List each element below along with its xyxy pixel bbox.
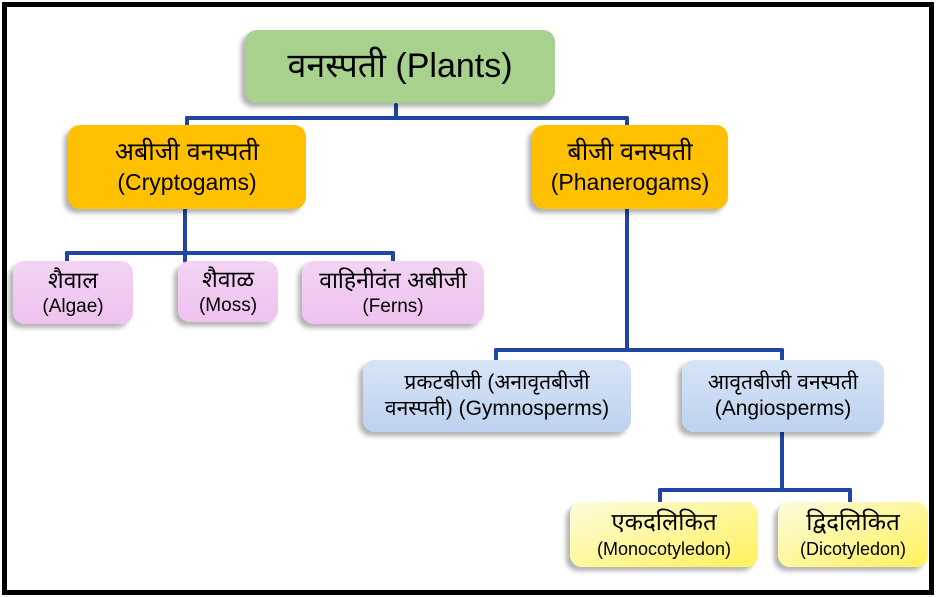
node-moss-label-english: (Moss) — [198, 295, 258, 316]
connector-cryptogams-stem — [183, 208, 187, 254]
connector-phanerogams-drop — [625, 116, 629, 128]
connector-cryptogams-drop — [185, 116, 189, 128]
node-angiosperms-label-english: (Angiosperms) — [714, 397, 852, 420]
connector-algae-drop — [65, 251, 69, 263]
node-cryptogams-label-english: (Cryptogams) — [117, 169, 257, 196]
node-cryptogams: अबीजी वनस्पती (Cryptogams) — [68, 125, 306, 209]
node-phanerogams: बीजी वनस्पती (Phanerogams) — [532, 125, 728, 209]
node-plants-label: वनस्पती (Plants) — [287, 47, 513, 86]
connector-monocotyledon-drop — [658, 488, 662, 503]
node-phanerogams-label-english: (Phanerogams) — [550, 169, 710, 196]
node-dicotyledon-label-english: (Dicotyledon) — [799, 539, 907, 560]
node-monocotyledon: एकदलिकित (Monocotyledon) — [570, 502, 758, 567]
connector-level2-right-horizontal — [494, 348, 784, 352]
node-moss-label-devanagari: शैवाळ — [202, 266, 254, 293]
node-algae: शैवाल (Algae) — [13, 261, 133, 324]
node-gymnosperms-label-line2: वनस्पती) (Gymnosperms) — [384, 397, 610, 420]
connector-plants-stem — [394, 103, 398, 119]
connector-level1-horizontal — [185, 116, 629, 120]
node-angiosperms: आवृतबीजी वनस्पती (Angiosperms) — [682, 360, 884, 432]
node-algae-label-devanagari: शैवाल — [48, 267, 98, 294]
node-algae-label-english: (Algae) — [42, 296, 104, 317]
node-ferns-label-devanagari: वाहिनीवंत अबीजी — [319, 267, 467, 294]
node-plants: वनस्पती (Plants) — [245, 30, 555, 103]
connector-moss-drop — [183, 251, 187, 263]
connector-gymnosperms-drop — [494, 348, 498, 361]
node-cryptogams-label-devanagari: अबीजी वनस्पती — [114, 138, 260, 166]
node-dicotyledon-label-devanagari: द्विदलिकित — [806, 509, 900, 537]
connector-ferns-drop — [391, 251, 395, 263]
node-monocotyledon-label-english: (Monocotyledon) — [596, 539, 732, 560]
node-gymnosperms-label-line1: प्रकटबीजी (अनावृतबीजी — [404, 370, 590, 394]
node-ferns-label-english: (Ferns) — [362, 296, 424, 317]
node-angiosperms-label-devanagari: आवृतबीजी वनस्पती — [707, 370, 859, 394]
connector-angiosperms-stem — [780, 431, 784, 491]
connector-dicotyledon-drop — [848, 488, 852, 503]
node-gymnosperms: प्रकटबीजी (अनावृतबीजी वनस्पती) (Gymnospe… — [363, 360, 631, 432]
connector-level2-left-horizontal — [65, 251, 395, 255]
node-monocotyledon-label-devanagari: एकदलिकित — [611, 509, 717, 537]
connector-angiosperms-drop — [780, 348, 784, 361]
node-ferns: वाहिनीवंत अबीजी (Ferns) — [302, 261, 484, 324]
node-dicotyledon: द्विदलिकित (Dicotyledon) — [778, 502, 928, 567]
connector-phanerogams-stem — [625, 208, 629, 351]
connector-level3-horizontal — [658, 488, 852, 492]
node-phanerogams-label-devanagari: बीजी वनस्पती — [567, 138, 693, 166]
node-moss: शैवाळ (Moss) — [178, 261, 278, 322]
